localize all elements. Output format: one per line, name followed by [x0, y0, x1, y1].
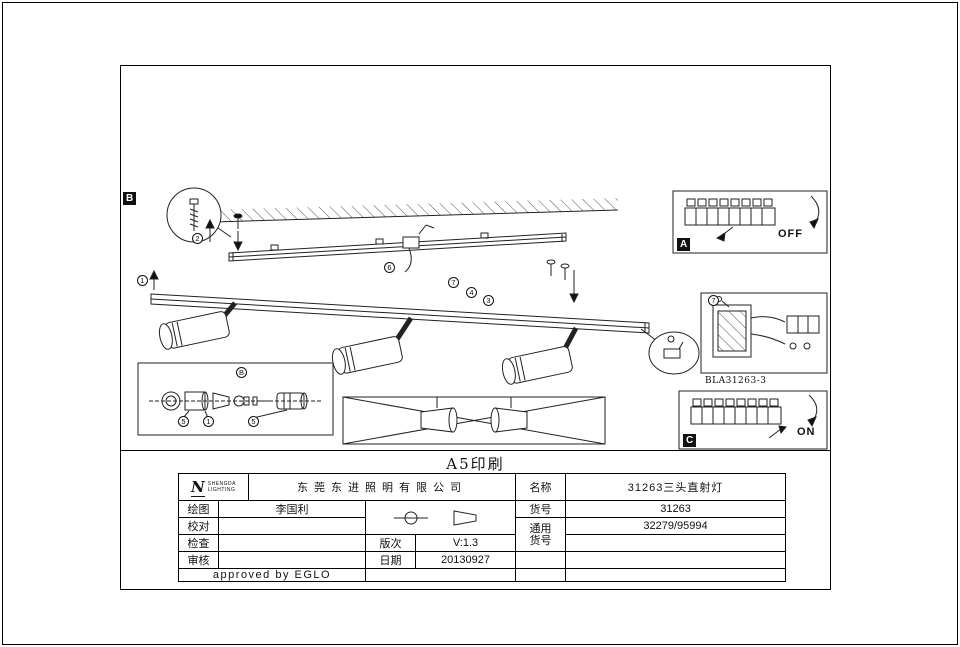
switch-off-box: [672, 190, 828, 254]
company-logo: N SHENGDA LIGHTING: [177, 473, 250, 501]
mounting-rail: [228, 232, 567, 262]
technical-drawing: B A C OFF ON BLA31263-3 2 1 6 7 4 3 B 5 …: [121, 66, 830, 451]
exploded-parts-box: [137, 362, 334, 436]
sheet-frame: B A C OFF ON BLA31263-3 2 1 6 7 4 3 B 5 …: [120, 65, 831, 590]
name-label: 名称: [515, 473, 567, 501]
projection-symbol-icon: [393, 509, 477, 526]
item-value: 31263: [565, 500, 787, 518]
date-value: 20130927: [415, 551, 517, 569]
version-value: V:1.3: [415, 534, 517, 552]
version-label: 版次: [365, 534, 417, 552]
inspect-label: 检查: [178, 534, 219, 552]
date-label: 日期: [365, 551, 417, 569]
callout-part-5a: 5: [178, 416, 189, 427]
switch-on-box: [678, 390, 828, 450]
callout-anchor: 2: [192, 233, 203, 244]
item-label: 货号: [515, 500, 567, 518]
proof-label: 校对: [178, 517, 219, 535]
callout-wiring: 7: [708, 295, 719, 306]
projection-symbol-cell: [365, 500, 517, 535]
wrong-orientation-box: [342, 396, 606, 445]
draw-label: 绘图: [178, 500, 219, 518]
title-block: N SHENGDA LIGHTING 东莞东进照明有限公司 名称 31263三头…: [177, 473, 787, 582]
empty-cell: [515, 568, 567, 582]
cable-connector: [402, 224, 435, 273]
logo-text: SHENGDA LIGHTING: [207, 481, 236, 493]
up-arrow: [149, 218, 215, 290]
approved-note: approved by EGLO: [177, 568, 367, 582]
switch-on-label: ON: [797, 426, 816, 438]
name-value: 31263三头直射灯: [565, 473, 787, 501]
assembly-diagram-art: [137, 187, 828, 450]
company-name: 东莞东进照明有限公司: [248, 473, 517, 501]
section-label-a: A: [677, 238, 691, 251]
draw-value: 李国利: [217, 500, 367, 518]
ceiling-hatch: [213, 198, 619, 223]
switch-off-label: OFF: [778, 228, 803, 240]
callout-mid-2: 7: [448, 277, 459, 288]
callout-part-1: 1: [203, 416, 214, 427]
empty-cell: [565, 534, 787, 552]
screw-down-arrow: [233, 213, 243, 252]
callout-left: 1: [137, 275, 148, 286]
logo-mark-icon: N: [191, 477, 205, 497]
review-value: [217, 551, 367, 569]
inspect-value: [217, 534, 367, 552]
callout-part-5b: 5: [248, 416, 259, 427]
proof-value: [217, 517, 367, 535]
empty-cell: [565, 551, 787, 569]
section-label-c: C: [683, 434, 697, 447]
review-label: 审核: [178, 551, 219, 569]
common-item-label: 通用 货号: [515, 517, 567, 552]
common-item-value: 32279/95994: [565, 517, 787, 535]
section-label-b: B: [123, 192, 137, 205]
clamp-detail-ellipse: [648, 331, 700, 375]
callout-mid-4: 3: [483, 295, 494, 306]
wiring-detail-box: [700, 292, 828, 374]
empty-cell: [365, 568, 517, 582]
print-note: A5印刷: [446, 455, 505, 473]
callout-parts-ref: B: [236, 367, 247, 378]
spotlight-head-left: [158, 311, 230, 350]
spotlight-head-right: [501, 346, 573, 385]
callout-mid-1: 6: [384, 262, 395, 273]
spotlight-head-middle: [331, 336, 403, 375]
part-code: BLA31263-3: [705, 376, 767, 386]
empty-cell: [515, 551, 567, 569]
rail-screws: [546, 259, 579, 304]
callout-mid-3: 4: [466, 287, 477, 298]
empty-cell: [565, 568, 787, 582]
